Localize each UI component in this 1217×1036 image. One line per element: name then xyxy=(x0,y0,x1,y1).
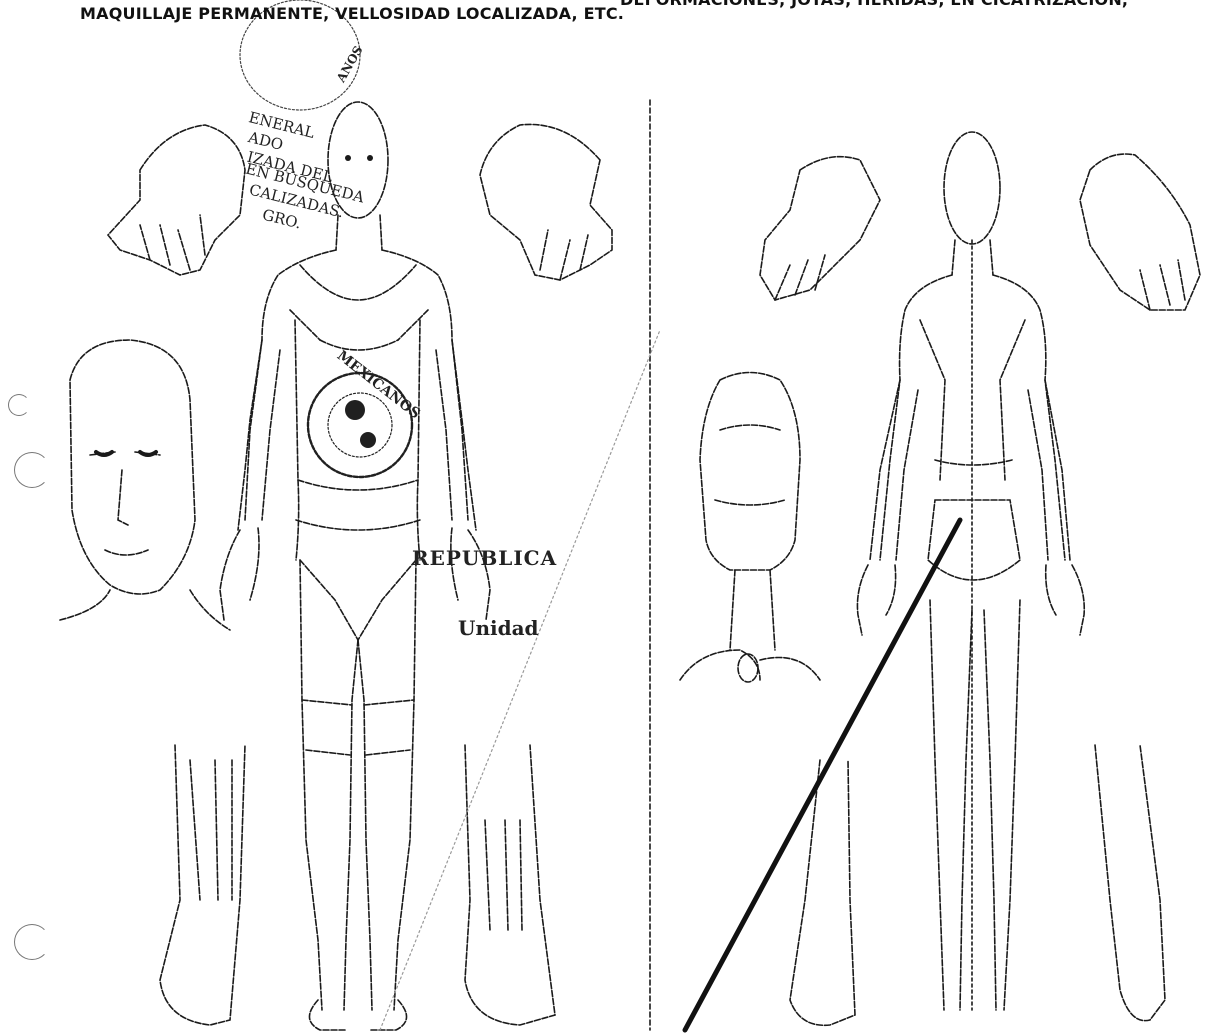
header-line-2: MAQUILLAJE PERMANENTE, VELLOSIDAD LOCALI… xyxy=(80,4,624,23)
header-line-1: DEFORMACIONES, JOYAS, HERIDAS, EN CICATR… xyxy=(620,0,1128,9)
back-leg-left xyxy=(790,760,855,1025)
front-hand-left xyxy=(108,125,245,275)
front-hand-right xyxy=(480,124,612,280)
pen-stroke-mark xyxy=(685,520,960,1030)
back-leg-right xyxy=(1095,745,1165,1021)
front-leg-left xyxy=(160,745,245,1025)
head-back-closeup xyxy=(680,373,820,683)
punch-hole-top xyxy=(14,452,50,488)
punch-hole-bottom xyxy=(14,924,50,960)
back-hand-left xyxy=(760,157,880,300)
face-closeup xyxy=(60,340,230,630)
republica-stamp: REPUBLICA xyxy=(412,548,557,568)
unidad-stamp: Unidad xyxy=(458,618,539,638)
punch-hole-small xyxy=(8,394,30,416)
back-hand-right xyxy=(1080,154,1200,310)
faint-diagonal-mark xyxy=(380,330,660,1030)
back-body-figure xyxy=(857,132,1084,1010)
front-leg-right xyxy=(465,745,555,1025)
